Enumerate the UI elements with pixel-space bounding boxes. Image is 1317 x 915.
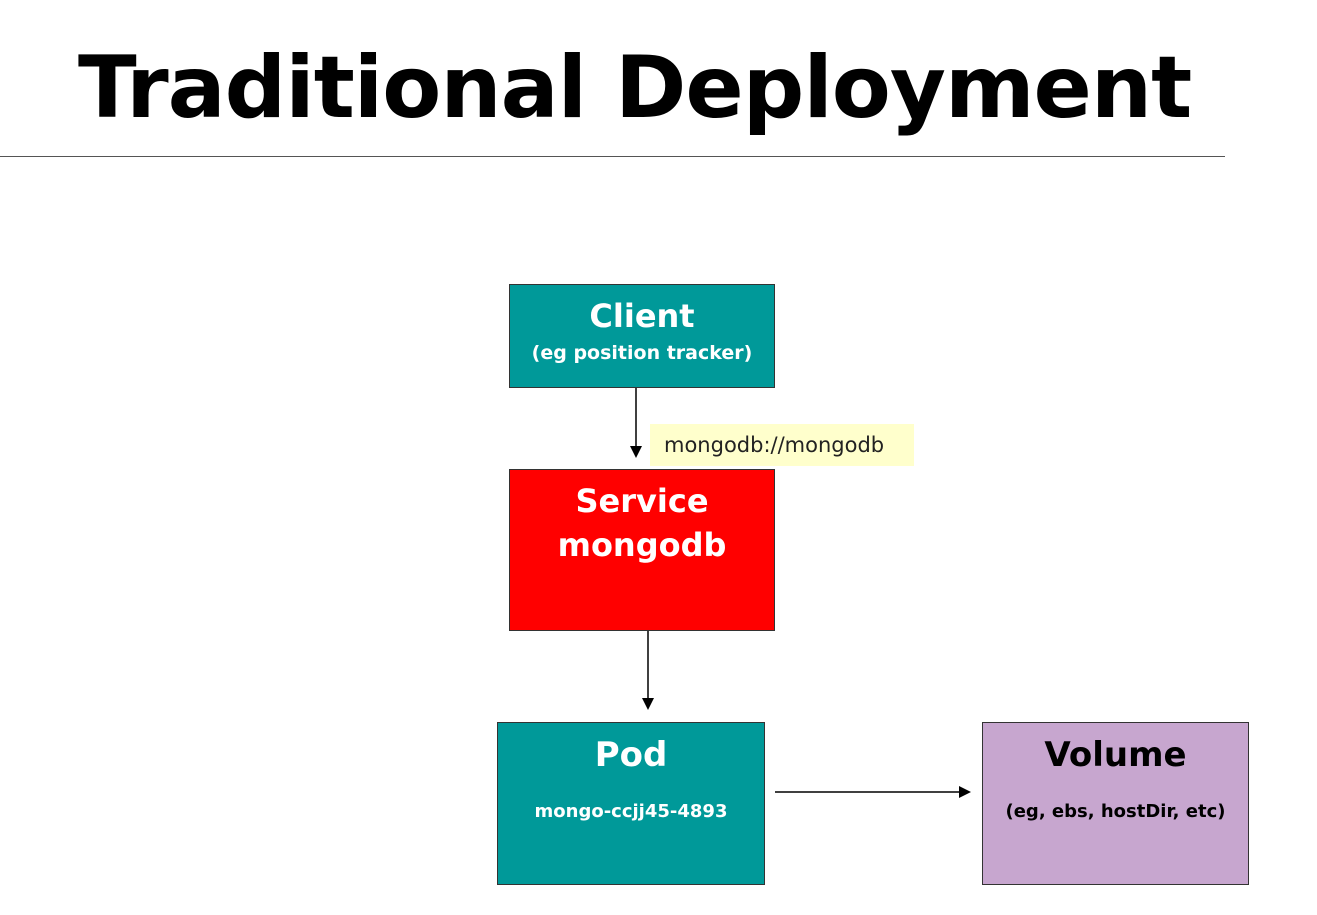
pod-node-name: Pod: [594, 735, 668, 775]
title-divider: [0, 156, 1225, 157]
pod-node: Pod mongo-ccjj45-4893: [497, 722, 765, 885]
volume-node-subtitle: (eg, ebs, hostDir, etc): [1005, 801, 1226, 822]
arrowhead-client-to-service: [630, 446, 642, 458]
connection-label: mongodb://mongodb: [650, 424, 914, 466]
volume-node-name: Volume: [1044, 735, 1187, 775]
page-title: Traditional Deployment: [78, 38, 1192, 138]
client-node-name: Client: [589, 297, 695, 335]
arrowhead-pod-to-volume: [959, 786, 971, 798]
client-node: Client (eg position tracker): [509, 284, 775, 388]
volume-node: Volume (eg, ebs, hostDir, etc): [982, 722, 1249, 885]
client-node-subtitle: (eg position tracker): [531, 342, 753, 364]
service-node-line2: mongodb: [557, 526, 727, 564]
service-node-line1: Service: [575, 482, 709, 520]
arrowhead-service-to-pod: [642, 698, 654, 710]
service-node: Service mongodb: [509, 469, 775, 631]
pod-node-subtitle: mongo-ccjj45-4893: [534, 801, 728, 822]
